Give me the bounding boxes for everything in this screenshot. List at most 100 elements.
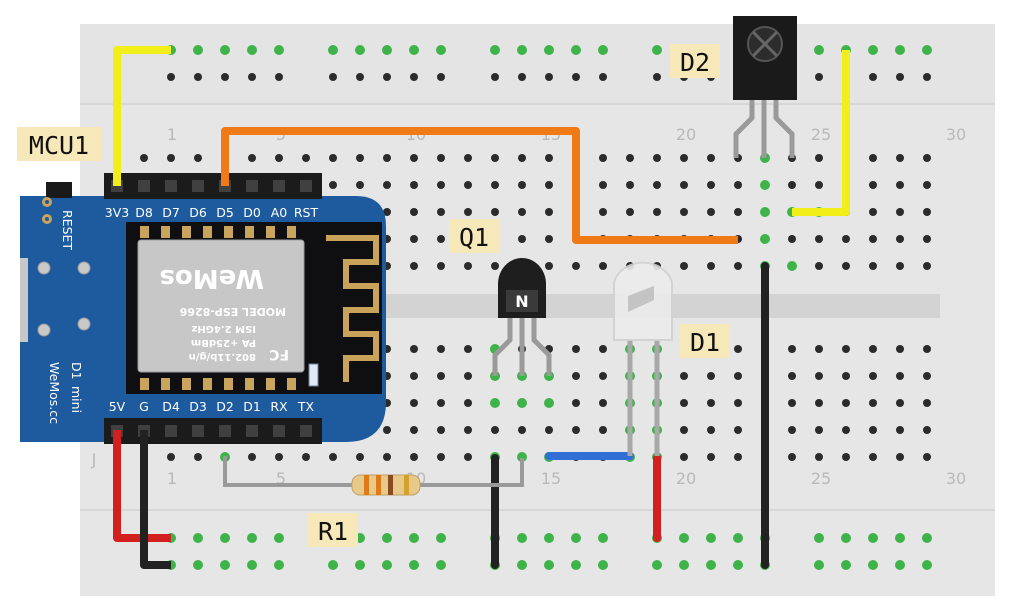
- module-pad: [203, 378, 212, 390]
- breadboard-hole: [383, 181, 391, 189]
- breadboard-hole: [491, 154, 499, 162]
- breadboard-hole: [815, 372, 823, 380]
- breadboard-hole: [518, 208, 526, 216]
- label-box-q1: [449, 219, 499, 253]
- breadboard-hole: [356, 154, 364, 162]
- module-pad: [224, 378, 233, 390]
- pin-label-a0: A0: [271, 205, 288, 220]
- breadboard-hole: [842, 453, 850, 461]
- breadboard-hole: [274, 560, 284, 570]
- breadboard-hole: [545, 208, 553, 216]
- breadboard-hole: [599, 154, 607, 162]
- header-pin: [300, 425, 312, 437]
- col-number: 30: [946, 125, 966, 144]
- module-pads: [140, 226, 296, 390]
- breadboard-hole: [329, 181, 337, 189]
- d2-lead: [773, 100, 795, 158]
- wire-yellow-d2: [792, 50, 850, 216]
- breadboard-hole: [788, 453, 796, 461]
- breadboard-hole: [464, 208, 472, 216]
- col-number: 5: [276, 469, 286, 488]
- breadboard-hole: [275, 73, 283, 81]
- breadboard-hole: [437, 181, 445, 189]
- module-spec2: PA +25dBm: [191, 337, 256, 348]
- breadboard-hole: [275, 154, 283, 162]
- breadboard-hole: [653, 154, 661, 162]
- d2-lead: [733, 100, 755, 158]
- breadboard-hole: [193, 533, 203, 543]
- breadboard-hole: [869, 73, 877, 81]
- breadboard-hole: [896, 345, 904, 353]
- breadboard-hole: [815, 345, 823, 353]
- breadboard-hole: [599, 426, 607, 434]
- breadboard-hole: [869, 345, 877, 353]
- top-power-rail-area: [80, 24, 995, 104]
- breadboard-hole: [518, 73, 526, 81]
- breadboard-hole: [787, 261, 797, 271]
- breadboard-hole: [626, 181, 634, 189]
- wire-red-5v: [113, 430, 171, 542]
- breadboard-hole: [599, 181, 607, 189]
- q1-lead: [492, 318, 513, 376]
- breadboard-hole: [599, 399, 607, 407]
- breadboard-hole: [220, 560, 230, 570]
- breadboard-hole: [247, 560, 257, 570]
- breadboard-hole: [922, 45, 932, 55]
- breadboard-hole: [707, 262, 715, 270]
- usb-port: [20, 258, 28, 342]
- breadboard-hole: [923, 154, 931, 162]
- breadboard-hole: [734, 426, 742, 434]
- breadboard-hole: [599, 208, 607, 216]
- breadboard-hole: [923, 345, 931, 353]
- breadboard-hole: [760, 234, 770, 244]
- transistor-q1: N: [492, 258, 552, 376]
- d2-lens-cross: [751, 30, 779, 58]
- breadboard-hole: [923, 426, 931, 434]
- pin-label-d4: D4: [162, 399, 180, 414]
- breadboard-hole: [869, 372, 877, 380]
- breadboard-hole: [167, 154, 175, 162]
- breadboard-hole: [220, 533, 230, 543]
- breadboard-hole: [329, 453, 337, 461]
- breadboard-hole: [410, 262, 418, 270]
- breadboard-hole: [193, 560, 203, 570]
- breadboard-hole: [599, 262, 607, 270]
- r1-body: [351, 474, 421, 496]
- breadboard-hole: [896, 208, 904, 216]
- module-pad: [224, 226, 233, 238]
- module-spec3: 802.11b/g/n: [189, 351, 256, 362]
- breadboard-hole: [274, 45, 284, 55]
- breadboard-hole: [491, 262, 499, 270]
- breadboard-hole: [869, 181, 877, 189]
- label-box-r1: [308, 513, 358, 547]
- mount-hole: [77, 261, 91, 275]
- breadboard-hole: [923, 235, 931, 243]
- breadboard-hole: [545, 262, 553, 270]
- breadboard-hole: [490, 45, 500, 55]
- r1-band: [388, 475, 393, 495]
- breadboard-hole: [544, 45, 554, 55]
- pin-label-3v3: 3V3: [105, 205, 129, 220]
- breadboard-hole: [652, 45, 662, 55]
- breadboard-hole: [464, 154, 472, 162]
- mount-hole: [37, 323, 51, 337]
- pin-label-d1: D1: [243, 399, 261, 414]
- breadboard-hole: [545, 181, 553, 189]
- header-pin: [192, 180, 204, 192]
- breadboard-hole: [814, 560, 824, 570]
- breadboard-hole: [815, 235, 823, 243]
- breadboard-hole: [842, 235, 850, 243]
- top-pin-header: [104, 173, 322, 199]
- breadboard-hole: [896, 372, 904, 380]
- breadboard-hole: [733, 560, 743, 570]
- breadboard-hole: [572, 372, 580, 380]
- breadboard-hole: [410, 181, 418, 189]
- label-mcu1: MCU1: [29, 131, 89, 160]
- breadboard-hole: [842, 345, 850, 353]
- breadboard-hole: [545, 154, 553, 162]
- breadboard-hole: [356, 73, 364, 81]
- breadboard-hole: [437, 208, 445, 216]
- board-title: D1 mini WeMos.cc: [47, 362, 84, 424]
- breadboard-hole: [734, 372, 742, 380]
